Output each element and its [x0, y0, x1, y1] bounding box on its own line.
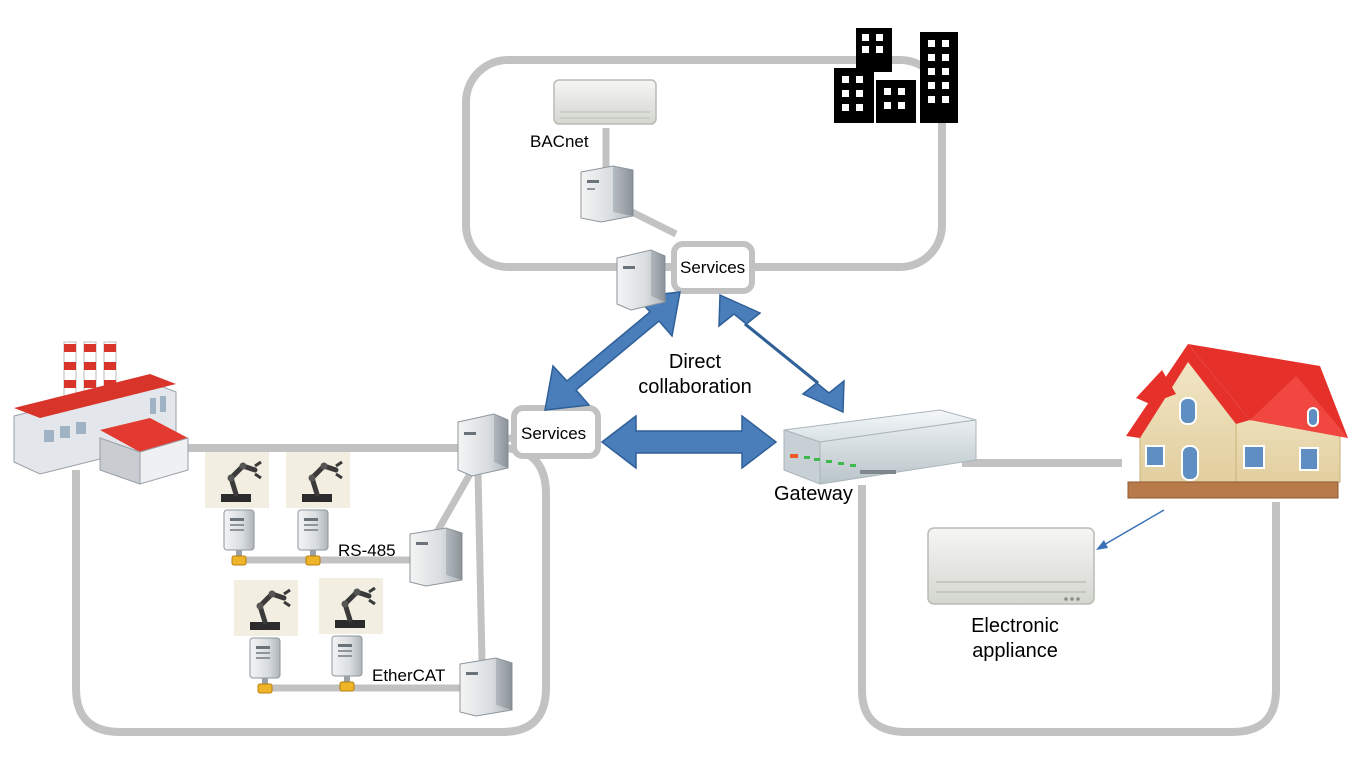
direct-collaboration-line2: collaboration — [638, 376, 752, 398]
direct-collaboration-arrows — [544, 291, 845, 470]
robot-arm-icon — [234, 580, 298, 636]
connection-lines — [238, 128, 678, 692]
house-icon — [1126, 344, 1348, 499]
gateway-label: Gateway — [774, 483, 853, 505]
robot-arm-icon — [319, 578, 383, 634]
direct-collaboration-label: Direct collaboration — [624, 350, 766, 400]
double-arrow-icon — [600, 414, 778, 470]
building-server-line — [626, 206, 678, 238]
services-label-top: Services — [680, 258, 746, 277]
factory-server-line-rs485 — [433, 472, 474, 534]
office-buildings-icon — [834, 28, 958, 123]
workstations — [223, 509, 363, 694]
services-label-left: Services — [521, 424, 587, 443]
server-icon — [459, 657, 513, 717]
factory-icon — [13, 341, 189, 485]
electronic-appliance-line2: appliance — [972, 640, 1058, 662]
workstation-icon — [249, 637, 281, 694]
robot-arm-icon — [286, 452, 350, 508]
workstation-icon — [331, 635, 363, 692]
gateway-router-icon — [783, 409, 977, 485]
server-icon — [457, 413, 509, 477]
home-network-frame — [858, 459, 1280, 736]
ethercat-label: EtherCAT — [372, 666, 446, 685]
appliance-pointer-arrow — [1096, 509, 1165, 550]
server-icon — [580, 165, 634, 223]
air-conditioner-icon — [927, 527, 1095, 605]
air-conditioner-icon — [553, 79, 657, 125]
robot-arm-icon — [205, 452, 269, 508]
electronic-appliance-label: Electronic appliance — [942, 614, 1088, 664]
workstation-icon — [297, 509, 329, 566]
electronic-appliance-line1: Electronic — [971, 615, 1059, 637]
direct-collaboration-line1: Direct — [668, 351, 722, 373]
double-arrow-icon — [718, 293, 845, 414]
workstation-icon — [223, 509, 255, 566]
server-icon — [409, 527, 463, 587]
factory-server-line-ethercat — [474, 471, 486, 663]
server-icon — [616, 249, 666, 311]
bacnet-label: BACnet — [530, 132, 589, 151]
services-box-top — [671, 241, 755, 294]
rs485-label: RS-485 — [338, 541, 396, 560]
robot-arms — [205, 452, 383, 636]
